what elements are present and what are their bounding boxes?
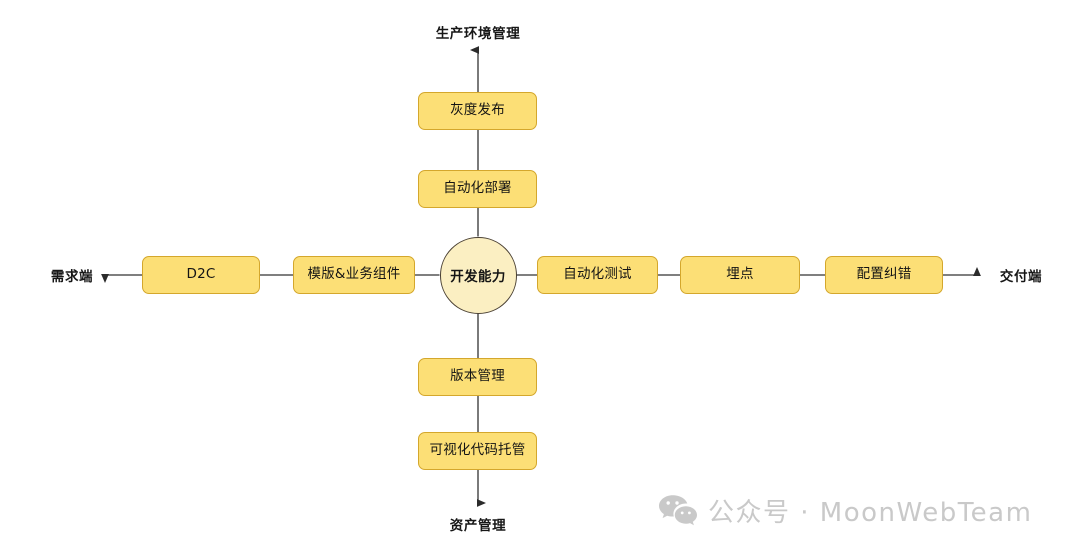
node-config-error-correction[interactable]: 配置纠错 bbox=[825, 256, 943, 294]
node-label: 配置纠错 bbox=[856, 266, 912, 283]
node-automated-deployment[interactable]: 自动化部署 bbox=[418, 170, 537, 208]
hub-node-label: 开发能力 bbox=[450, 269, 506, 285]
node-label: 可视化代码托管 bbox=[429, 442, 526, 459]
node-label: 版本管理 bbox=[450, 368, 505, 385]
axis-label-left: 需求端 bbox=[50, 269, 94, 285]
node-label: 模版&业务组件 bbox=[307, 266, 401, 283]
node-label: D2C bbox=[186, 266, 216, 283]
watermark-text: 公众号 · MoonWebTeam bbox=[708, 498, 1033, 528]
node-template-business-component[interactable]: 模版&业务组件 bbox=[293, 256, 415, 294]
node-visual-code-hosting[interactable]: 可视化代码托管 bbox=[418, 432, 537, 470]
node-tracking-point[interactable]: 埋点 bbox=[680, 256, 800, 294]
node-d2c[interactable]: D2C bbox=[142, 256, 260, 294]
node-version-management[interactable]: 版本管理 bbox=[418, 358, 537, 396]
node-label: 自动化部署 bbox=[443, 180, 512, 197]
axis-label-bottom: 资产管理 bbox=[449, 518, 507, 534]
watermark: 公众号 · MoonWebTeam bbox=[658, 492, 1032, 529]
hub-node-dev-capability[interactable]: 开发能力 bbox=[439, 236, 517, 314]
node-label: 自动化测试 bbox=[563, 266, 632, 283]
node-label: 埋点 bbox=[726, 266, 754, 283]
axis-label-right: 交付端 bbox=[999, 269, 1043, 285]
node-label: 灰度发布 bbox=[450, 102, 505, 119]
node-automated-testing[interactable]: 自动化测试 bbox=[537, 256, 658, 294]
wechat-icon bbox=[659, 494, 697, 525]
axis-label-top: 生产环境管理 bbox=[435, 26, 521, 42]
node-gray-release[interactable]: 灰度发布 bbox=[418, 92, 537, 130]
